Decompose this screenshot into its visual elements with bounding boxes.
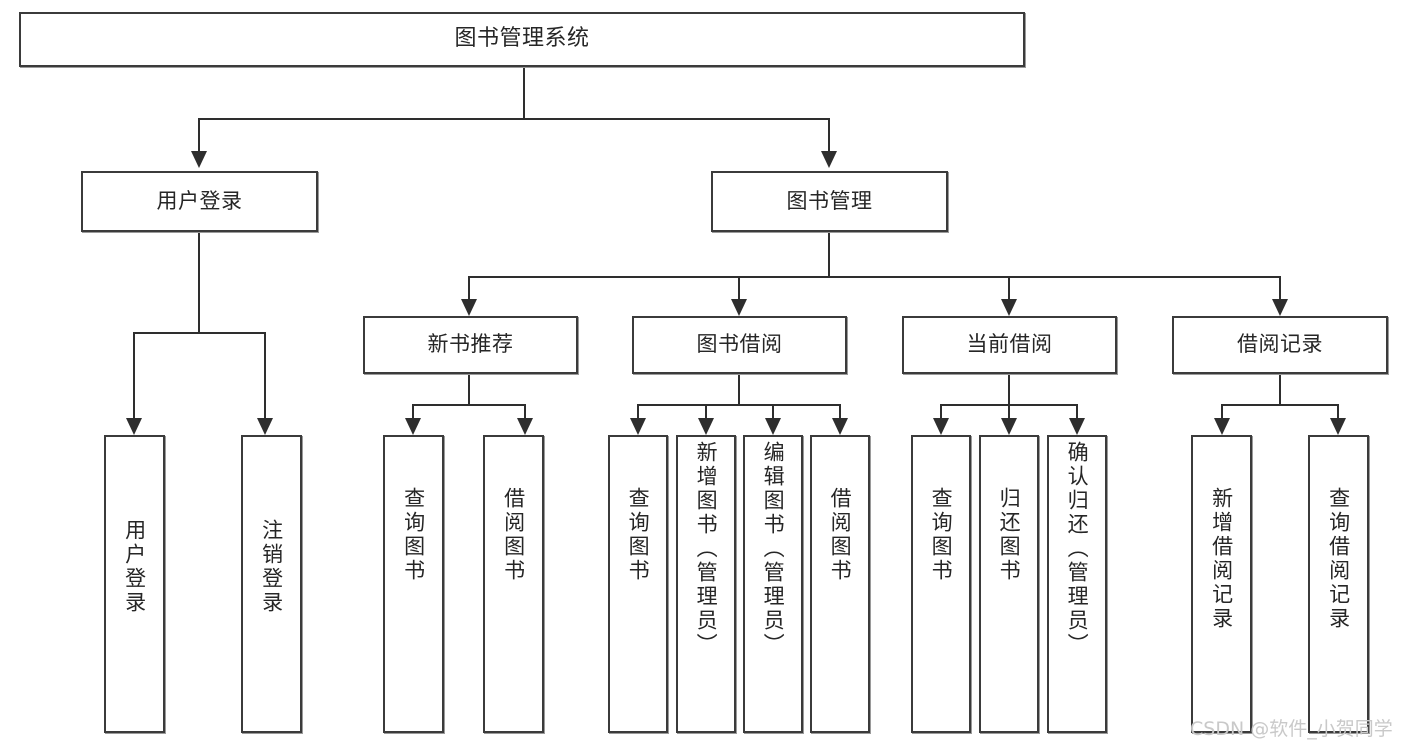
connector-cb-drop-1 (940, 404, 942, 420)
arrow-to-borrow-record (1272, 299, 1288, 316)
node-label: 注销登录 (259, 519, 284, 615)
connector-book-manage-stem (828, 232, 830, 278)
connector-bm-drop-3 (1008, 276, 1010, 301)
connector-bb-drop-1 (637, 404, 639, 420)
node-current-borrow[interactable]: 当前借阅 (902, 316, 1117, 374)
node-new-book-recommend[interactable]: 新书推荐 (363, 316, 578, 374)
csdn-watermark: CSDN @软件_小贺同学 (1190, 718, 1393, 740)
connector-cb-drop-3 (1076, 404, 1078, 420)
arrow-to-current-borrow (1001, 299, 1017, 316)
connector-user-login-stem (198, 232, 200, 333)
arrow-to-leaf-logout (257, 418, 273, 435)
arrow-to-bb-leaf-1 (630, 418, 646, 435)
node-label: 新书推荐 (427, 332, 514, 357)
node-leaf-user-login[interactable]: 用户登录 (104, 435, 165, 733)
arrow-to-bb-leaf-2 (698, 418, 714, 435)
connector-cb-stem (1008, 374, 1010, 406)
node-book-borrow[interactable]: 图书借阅 (632, 316, 847, 374)
connector-bb-drop-3 (772, 404, 774, 420)
connector-bm-drop-2 (738, 276, 740, 301)
node-leaf-edit-book-admin[interactable]: 编辑图书（管理员） (743, 435, 803, 733)
node-label: 借阅图书 (828, 487, 853, 583)
node-label: 图书管理 (786, 188, 873, 213)
connector-user-login-drop-2 (264, 332, 266, 420)
node-leaf-query-book-bb[interactable]: 查询图书 (608, 435, 668, 733)
node-root-book-management-system[interactable]: 图书管理系统 (19, 12, 1025, 67)
connector-user-login-bar (133, 332, 265, 334)
connector-bb-stem (738, 374, 740, 406)
connector-br-bar (1221, 404, 1338, 406)
node-leaf-query-borrow-record[interactable]: 查询借阅记录 (1308, 435, 1369, 733)
arrow-to-book-manage (821, 151, 837, 168)
arrow-to-leaf-user-login (126, 418, 142, 435)
connector-bb-drop-4 (839, 404, 841, 420)
connector-root-drop-left (198, 118, 200, 151)
node-leaf-borrow-book-bb[interactable]: 借阅图书 (810, 435, 870, 733)
node-label: 新增借阅记录 (1209, 487, 1234, 631)
node-leaf-return-book[interactable]: 归还图书 (979, 435, 1039, 733)
arrow-to-user-login (191, 151, 207, 168)
node-user-login[interactable]: 用户登录 (81, 171, 318, 232)
arrow-to-cb-leaf-1 (933, 418, 949, 435)
node-leaf-logout[interactable]: 注销登录 (241, 435, 302, 733)
connector-nbr-drop-1 (412, 404, 414, 420)
connector-book-manage-bar (468, 276, 1280, 278)
connector-bm-drop-4 (1279, 276, 1281, 301)
connector-bb-drop-2 (705, 404, 707, 420)
node-label: 确认归还（管理员） (1065, 441, 1090, 657)
arrow-to-book-borrow (731, 299, 747, 316)
node-borrow-record[interactable]: 借阅记录 (1172, 316, 1388, 374)
node-leaf-borrow-book-nbr[interactable]: 借阅图书 (483, 435, 544, 733)
node-leaf-query-book-cb[interactable]: 查询图书 (911, 435, 971, 733)
connector-root-bar (198, 118, 830, 120)
node-label: 归还图书 (997, 487, 1022, 583)
node-label: 查询图书 (929, 487, 954, 583)
node-label: 编辑图书（管理员） (761, 441, 786, 657)
connector-nbr-stem (468, 374, 470, 406)
connector-root-stem (523, 67, 525, 120)
node-label: 用户登录 (122, 519, 147, 615)
arrow-to-br-leaf-2 (1330, 418, 1346, 435)
arrow-to-bb-leaf-4 (832, 418, 848, 435)
node-label: 当前借阅 (966, 332, 1053, 357)
node-book-management[interactable]: 图书管理 (711, 171, 948, 232)
node-leaf-add-book-admin[interactable]: 新增图书（管理员） (676, 435, 736, 733)
connector-root-drop-right (828, 118, 830, 151)
connector-nbr-bar (412, 404, 525, 406)
node-leaf-add-borrow-record[interactable]: 新增借阅记录 (1191, 435, 1252, 733)
arrow-to-nbr-leaf-2 (517, 418, 533, 435)
connector-br-stem (1279, 374, 1281, 406)
node-label: 图书借阅 (696, 332, 783, 357)
node-label: 借阅记录 (1237, 332, 1323, 357)
arrow-to-cb-leaf-2 (1001, 418, 1017, 435)
node-label: 借阅图书 (501, 487, 526, 583)
arrow-to-nbr-leaf-1 (405, 418, 421, 435)
node-label: 查询图书 (626, 487, 651, 583)
arrow-to-br-leaf-1 (1214, 418, 1230, 435)
node-label: 查询图书 (401, 487, 426, 583)
node-label: 图书管理系统 (454, 26, 590, 52)
node-label: 查询借阅记录 (1326, 487, 1351, 631)
connector-cb-drop-2 (1008, 404, 1010, 420)
connector-br-drop-2 (1337, 404, 1339, 420)
connector-nbr-drop-2 (524, 404, 526, 420)
connector-user-login-drop-1 (133, 332, 135, 420)
arrow-to-new-book-recommend (461, 299, 477, 316)
connector-br-drop-1 (1221, 404, 1223, 420)
node-label: 用户登录 (156, 188, 243, 213)
connector-bb-bar (637, 404, 840, 406)
arrow-to-cb-leaf-3 (1069, 418, 1085, 435)
node-label: 新增图书（管理员） (694, 441, 719, 657)
arrow-to-bb-leaf-3 (765, 418, 781, 435)
node-leaf-query-book-nbr[interactable]: 查询图书 (383, 435, 444, 733)
node-leaf-confirm-return-admin[interactable]: 确认归还（管理员） (1047, 435, 1107, 733)
connector-bm-drop-1 (468, 276, 470, 301)
